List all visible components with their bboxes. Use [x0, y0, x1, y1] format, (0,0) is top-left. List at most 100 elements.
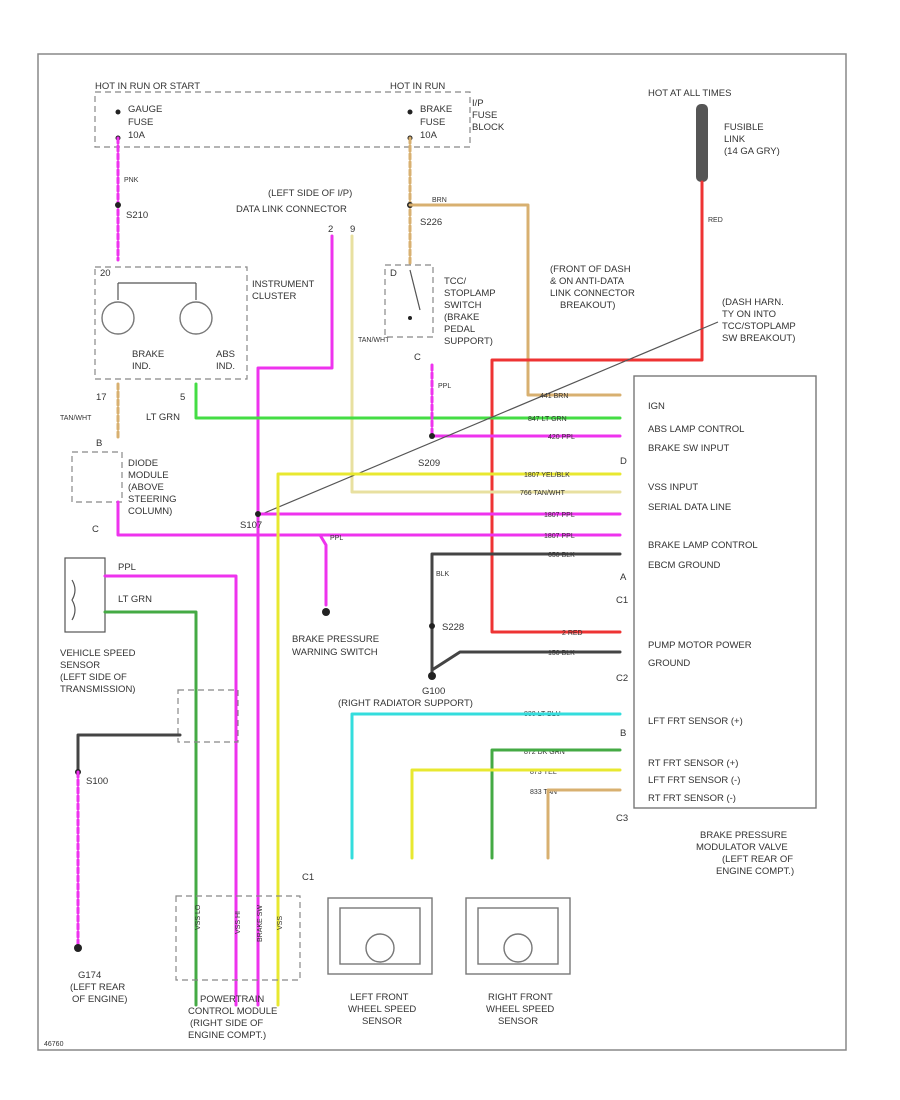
lt-grn-wire-label: LT GRN [146, 412, 180, 423]
s210-label: S210 [126, 210, 148, 221]
s100-label: S100 [86, 776, 108, 787]
diagram-frame [37, 53, 847, 1051]
brn-wire-label: BRN [432, 197, 447, 204]
ebcm-pin-b: B [620, 728, 626, 739]
ebcm-pin-ign: IGN [648, 401, 665, 412]
tcc-stoplamp-switch: D TCC/ STOPLAMP SWITCH (BRAKE PEDAL SUPP… [384, 264, 496, 363]
dash-harness-note-1: (DASH HARN. [722, 297, 784, 308]
wl-tan: 833 TAN [530, 789, 557, 796]
ebcm-pin-lft-frt-neg: LFT FRT SENSOR (-) [648, 775, 740, 786]
vss-label-3: (LEFT SIDE OF [60, 672, 127, 683]
abs-ind-label-1: ABS [216, 349, 235, 360]
s107-label: S107 [240, 520, 262, 531]
tcc-label-1: TCC/ [444, 276, 467, 287]
tan-wht-label-left: TAN/WHT [60, 415, 92, 422]
abs-ind-label-2: IND. [216, 361, 235, 372]
vss-wire-ppl: PPL [118, 562, 136, 573]
tan-wht-wire-label: TAN/WHT [358, 337, 390, 344]
s226-label: S226 [420, 217, 442, 228]
diode-label-5: COLUMN) [128, 506, 172, 517]
wl-abs-lamp: 847 LT GRN [528, 416, 567, 423]
g174-label-1: G174 [78, 970, 101, 981]
fuse-block: HOT IN RUN OR START HOT IN RUN GAUGE FUS… [94, 81, 505, 148]
left-sensor-label-2: WHEEL SPEED [348, 1004, 416, 1015]
ebcm-pin-vss: VSS INPUT [648, 482, 698, 493]
fusible-link-label-3: (14 GA GRY) [724, 146, 780, 157]
wl-pump-power: 2 RED [562, 630, 583, 637]
front-of-dash-note-1: (FRONT OF DASH [550, 264, 631, 275]
pcm-pin-brake-sw: BRAKE SW [257, 905, 264, 942]
tcc-label-6: SUPPORT) [444, 336, 493, 347]
vehicle-speed-sensor: VEHICLE SPEED SENSOR (LEFT SIDE OF TRANS… [60, 557, 152, 695]
cluster-pin-20: 20 [100, 268, 111, 279]
modulator-title-3: (LEFT REAR OF [722, 854, 793, 865]
vss-label-2: SENSOR [60, 660, 100, 671]
right-front-wheel-speed-sensor: RIGHT FRONT WHEEL SPEED SENSOR [465, 897, 571, 1027]
vss-label-4: TRANSMISSION) [60, 684, 135, 695]
diode-module: B DIODE MODULE (ABOVE STEERING COLUMN) C [71, 438, 177, 535]
modulator-title-1: BRAKE PRESSURE [700, 830, 787, 841]
wl-abs-ign: 441 BRN [540, 393, 568, 400]
dash-harness-note-3: TCC/STOPLAMP [722, 321, 796, 332]
right-sensor-label-2: WHEEL SPEED [486, 1004, 554, 1015]
wl-serial: 1807 PPL [544, 512, 575, 519]
ebcm-pin-d: D [620, 456, 627, 467]
s209-label: S209 [418, 458, 440, 469]
hot-at-all-times-label: HOT AT ALL TIMES [648, 88, 731, 99]
fusible-link: HOT AT ALL TIMES FUSIBLE LINK (14 GA GRY… [648, 88, 780, 182]
left-front-wheel-speed-sensor: LEFT FRONT WHEEL SPEED SENSOR [327, 897, 433, 1027]
wl-ebcm-gnd: 650 BLK [548, 552, 575, 559]
ebcm-pin-rt-frt-neg: RT FRT SENSOR (-) [648, 793, 736, 804]
fusible-link-label-2: LINK [724, 134, 746, 145]
diode-label-3: (ABOVE [128, 482, 164, 493]
brake-fuse-label-2: FUSE [420, 117, 445, 128]
ebcm-pin-ground: EBCM GROUND [648, 560, 720, 571]
ebcm-connector: IGN ABS LAMP CONTROL BRAKE SW INPUT D VS… [616, 375, 817, 877]
wl-dk-grn: 872 DK GRN [524, 749, 565, 756]
hot-run-or-start-label: HOT IN RUN OR START [95, 81, 200, 92]
cluster-title-2: CLUSTER [252, 291, 296, 302]
pcm-label-2: CONTROL MODULE [188, 1006, 277, 1017]
dash-harness-note-2: TY ON INTO [722, 309, 776, 320]
ebcm-pin-c1: C1 [616, 595, 628, 606]
dlc-pin-2: 2 [328, 224, 333, 235]
vss-wire-ltgrn: LT GRN [118, 594, 152, 605]
pcm-label-3: (RIGHT SIDE OF [190, 1018, 263, 1029]
pcm-pin-vss-lo: VSS LO [195, 904, 202, 930]
pcm-pin-vss-hi: VSS HI [235, 911, 242, 934]
wl-yel: 873 YEL [530, 769, 557, 776]
modulator-title-2: MODULATOR VALVE [696, 842, 788, 853]
tcc-label-4: (BRAKE [444, 312, 479, 323]
pcm-label-4: ENGINE COMPT.) [188, 1030, 266, 1041]
wl-brake-lamp: 1807 PPL [544, 533, 575, 540]
ebcm-pin-c2: C2 [616, 673, 628, 684]
front-of-dash-note-2: & ON ANTI-DATA [550, 276, 625, 287]
footer-code: 46760 [44, 1041, 64, 1048]
tcc-pin-c: C [414, 352, 421, 363]
pnk-wire-label: PNK [124, 177, 139, 184]
dlc-label-2: DATA LINK CONNECTOR [236, 204, 347, 215]
ebcm-pin-serial: SERIAL DATA LINE [648, 502, 731, 513]
dash-harness-note-4: SW BREAKOUT) [722, 333, 795, 344]
gauge-fuse-label-2: FUSE [128, 117, 153, 128]
left-sensor-label-3: SENSOR [362, 1016, 402, 1027]
right-sensor-label-1: RIGHT FRONT [488, 992, 553, 1003]
ip-fuse-block-label-1: I/P [472, 98, 484, 109]
g174-label-2: (LEFT REAR [70, 982, 125, 993]
tcc-label-2: STOPLAMP [444, 288, 496, 299]
ebcm-pin-pump-gnd: GROUND [648, 658, 690, 669]
wl-pump-gnd: 150 BLK [548, 650, 575, 657]
front-of-dash-note-4: BREAKOUT) [560, 300, 615, 311]
g100-label: G100 [422, 686, 445, 697]
blk-wire-label: BLK [436, 571, 450, 578]
ebcm-pin-rt-frt-pos: RT FRT SENSOR (+) [648, 758, 738, 769]
brake-fuse-label-1: BRAKE [420, 104, 452, 115]
bps-label-1: BRAKE PRESSURE [292, 634, 379, 645]
pcm-label-1: POWERTRAIN [200, 994, 264, 1005]
wl-tan-wht: 766 TAN/WHT [520, 490, 566, 497]
brake-ind-label-1: BRAKE [132, 349, 164, 360]
ebcm-pin-lft-frt-pos: LFT FRT SENSOR (+) [648, 716, 743, 727]
modulator-title-4: ENGINE COMPT.) [716, 866, 794, 877]
hot-run-label: HOT IN RUN [390, 81, 445, 92]
